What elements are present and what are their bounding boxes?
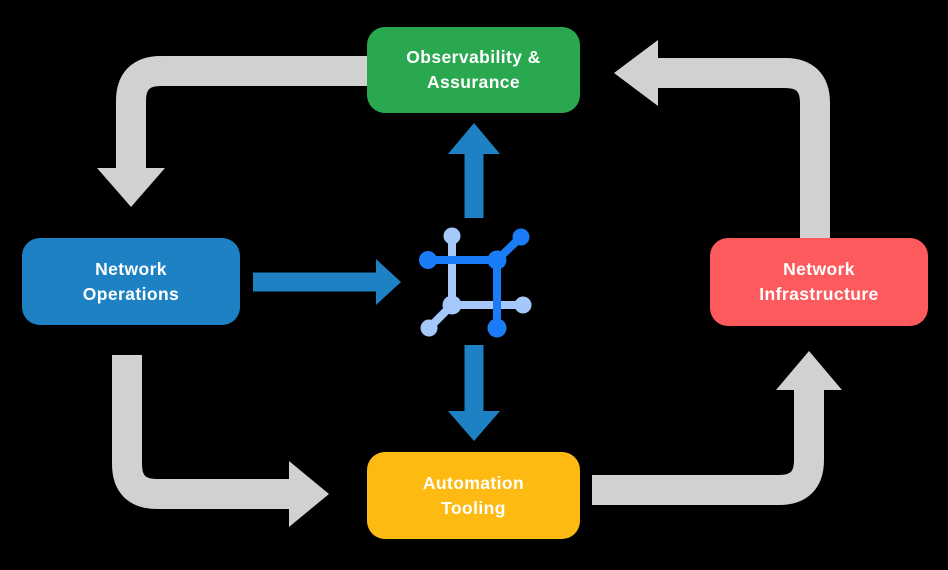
node-label-line: Infrastructure <box>759 284 879 304</box>
arrow-infrastructure-to-observability <box>614 40 830 238</box>
node-label-line: Automation <box>422 472 525 493</box>
arrow-operations-to-center <box>253 259 401 305</box>
arrow-operations-to-automation <box>112 355 329 527</box>
node-automation-tooling: Automation Tooling <box>367 452 580 539</box>
node-label-line: Network <box>95 258 167 279</box>
network-automation-icon <box>419 227 532 338</box>
node-network-infrastructure: Network Infrastructure <box>710 238 928 326</box>
node-observability-assurance: Observability & Assurance <box>367 27 580 113</box>
node-label-line: Observability & <box>406 47 541 67</box>
arrow-automation-to-infrastructure <box>592 351 842 505</box>
node-label-line: Operations <box>82 283 180 304</box>
arrow-center-to-observability <box>448 123 500 218</box>
node-label-line: Tooling <box>441 497 506 518</box>
node-label-line: Network <box>783 259 855 279</box>
node-network-operations: Network Operations <box>22 238 240 325</box>
arrow-observability-to-operations <box>97 56 368 207</box>
node-label-line: Assurance <box>426 72 521 92</box>
arrow-center-to-automation <box>448 345 500 441</box>
